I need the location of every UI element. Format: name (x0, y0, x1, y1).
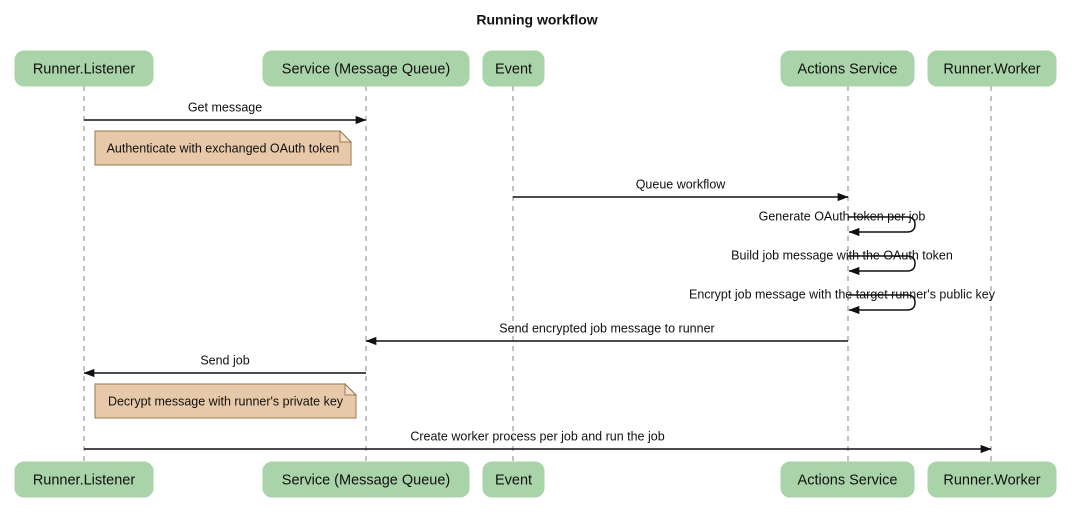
participant-footer-box-actions-service[interactable] (780, 461, 915, 498)
message-path-build-job-message-with-the-oauth-token (848, 255, 916, 276)
message-path-encrypt-job-message-with-the-target-runners-public-key (848, 294, 916, 315)
lifelines-group (83, 86, 992, 462)
participant-header-actions-service[interactable]: Actions Service (780, 50, 915, 87)
message-create-worker-process-per-job-and-run-the-job: Create worker process per job and run th… (84, 429, 992, 454)
message-label-build-job-message-with-the-oauth-token: Build job message with the OAuth token (731, 248, 953, 262)
message-label-send-encrypted-job-message-to-runner: Send encrypted job message to runner (499, 321, 714, 335)
participant-footer-box-service-message-queue[interactable] (262, 461, 470, 498)
message-generate-oauth-token-per-job: Generate OAuth token per job (759, 209, 926, 237)
participant-footer-box-event[interactable] (482, 461, 545, 498)
message-label-encrypt-job-message-with-the-target-runners-public-key: Encrypt job message with the target runn… (689, 287, 996, 301)
diagram-title: Running workflow (476, 12, 597, 28)
participant-header-box-runner-listener[interactable] (14, 50, 154, 87)
participant-footer-label-service-message-queue: Service (Message Queue) (282, 472, 450, 488)
note-fold-icon-decrypt-message-with-runners-private-key (344, 382, 358, 396)
participant-footer-label-actions-service: Actions Service (798, 472, 898, 488)
participant-header-runner-worker[interactable]: Runner.Worker (927, 50, 1057, 87)
participant-header-event[interactable]: Event (482, 50, 545, 87)
participant-footer-runner-worker[interactable]: Runner.Worker (927, 461, 1057, 498)
message-send-job: Send job (83, 353, 366, 378)
participant-header-runner-listener[interactable]: Runner.Listener (14, 50, 154, 87)
participant-header-label-event: Event (495, 61, 532, 77)
participant-footer-box-runner-worker[interactable] (927, 461, 1057, 498)
participant-footer-label-runner-worker: Runner.Worker (943, 472, 1040, 488)
participants-header-group: Runner.Listener Service (Message Queue) Ev… (14, 50, 1057, 87)
notes-group: Authenticate with exchanged OAuth tokenD… (94, 129, 358, 419)
message-label-generate-oauth-token-per-job: Generate OAuth token per job (759, 209, 926, 223)
note-label-authenticate-with-exchanged-oauth-token: Authenticate with exchanged OAuth token (107, 141, 340, 155)
message-label-send-job: Send job (200, 353, 249, 367)
message-get-message: Get message (84, 100, 367, 125)
message-label-queue-workflow: Queue workflow (636, 177, 727, 191)
participant-header-box-event[interactable] (482, 50, 545, 87)
participant-footer-label-runner-listener: Runner.Listener (33, 472, 136, 488)
participant-header-box-actions-service[interactable] (780, 50, 915, 87)
participant-header-label-actions-service: Actions Service (798, 61, 898, 77)
participant-footer-box-runner-listener[interactable] (14, 461, 154, 498)
note-body-authenticate-with-exchanged-oauth-token (94, 130, 352, 166)
participant-footer-runner-listener[interactable]: Runner.Listener (14, 461, 154, 498)
participant-footer-actions-service[interactable]: Actions Service (780, 461, 915, 498)
participant-header-label-runner-worker: Runner.Worker (943, 61, 1040, 77)
note-body-decrypt-message-with-runners-private-key (94, 383, 357, 419)
message-label-get-message: Get message (188, 100, 262, 114)
participant-header-service-message-queue[interactable]: Service (Message Queue) (262, 50, 470, 87)
participant-header-box-runner-worker[interactable] (927, 50, 1057, 87)
note-authenticate-with-exchanged-oauth-token: Authenticate with exchanged OAuth token (94, 129, 353, 166)
participant-header-box-service-message-queue[interactable] (262, 50, 470, 87)
participant-header-label-runner-listener: Runner.Listener (33, 61, 136, 77)
participant-footer-event[interactable]: Event (482, 461, 545, 498)
participant-footer-label-event: Event (495, 472, 532, 488)
message-queue-workflow: Queue workflow (513, 177, 849, 202)
note-decrypt-message-with-runners-private-key: Decrypt message with runner's private ke… (94, 382, 358, 419)
message-path-generate-oauth-token-per-job (848, 216, 916, 237)
participant-header-label-service-message-queue: Service (Message Queue) (282, 61, 450, 77)
message-build-job-message-with-the-oauth-token: Build job message with the OAuth token (731, 248, 953, 276)
participant-footer-service-message-queue[interactable]: Service (Message Queue) (262, 461, 470, 498)
participants-footer-group: Runner.Listener Service (Message Queue) Ev… (14, 461, 1057, 498)
note-label-decrypt-message-with-runners-private-key: Decrypt message with runner's private ke… (108, 394, 344, 408)
message-send-encrypted-job-message-to-runner: Send encrypted job message to runner (365, 321, 848, 346)
note-fold-icon-authenticate-with-exchanged-oauth-token (339, 129, 353, 143)
message-label-create-worker-process-per-job-and-run-the-job: Create worker process per job and run th… (410, 429, 664, 443)
message-encrypt-job-message-with-the-target-runners-public-key: Encrypt job message with the target runn… (689, 287, 996, 315)
